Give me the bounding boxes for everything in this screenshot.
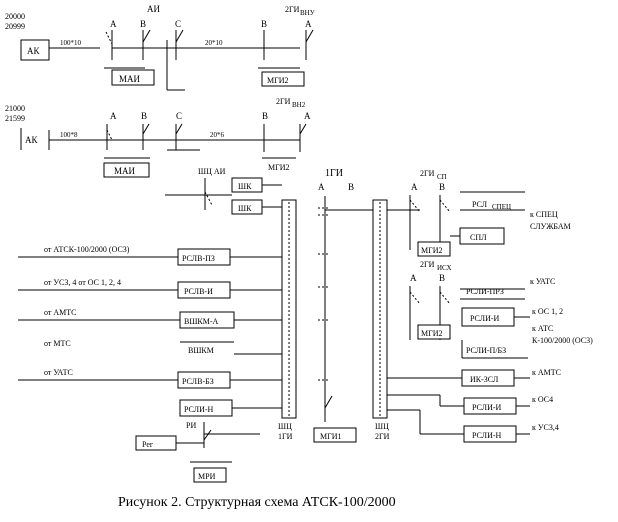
vshkm-a-label: ВШКМ-А <box>184 317 219 326</box>
gi2-ish-label: 2ГИ <box>420 260 435 269</box>
rslv-i-label: РСЛВ-И <box>184 287 213 296</box>
gi1-stage-b: В <box>348 182 354 192</box>
mgi1-box <box>313 427 357 443</box>
stage-b-2b: В <box>262 111 268 121</box>
shtsh-2gi-label-b: 2ГИ <box>375 432 390 441</box>
out-os12: к ОС 1, 2 <box>532 307 563 316</box>
spl-label: СПЛ <box>470 233 487 242</box>
mri-box <box>193 467 227 483</box>
link-2b-label: 20*6 <box>210 131 225 139</box>
range-1-start: 20000 <box>5 12 25 21</box>
stage-b-1: В <box>140 19 146 29</box>
incoming-atsk: от АТСК-100/2000 (ОС3) <box>44 245 130 254</box>
rsli-n-left-label: РСЛИ-Н <box>184 405 214 414</box>
out-amts: к АМТС <box>532 368 561 377</box>
stage-a-1b: А <box>305 19 312 29</box>
sp-stage-b: В <box>439 182 445 192</box>
out-spec: к СПЕЦ <box>530 210 558 219</box>
mgi2-ish-label: МГИ2 <box>421 329 443 338</box>
link-1a-label: 100*10 <box>60 39 82 47</box>
mgi1-label: МГИ1 <box>320 432 342 441</box>
shk-2-label: ШК <box>238 204 252 213</box>
out-spec-2: СЛУЖБАМ <box>530 222 571 231</box>
gi1-label: 1ГИ <box>325 168 343 179</box>
figure-caption: Рисунок 2. Структурная схема АТСК-100/20… <box>118 495 396 510</box>
shtsh-ai-label: ШЦ АИ <box>198 167 226 176</box>
stage-b-2: В <box>141 111 147 121</box>
ak-1-label: АК <box>27 46 40 56</box>
ri-label: РИ <box>186 421 196 430</box>
shtsh-1gi-bar <box>281 199 297 419</box>
reg-label: Рег <box>142 440 154 449</box>
rsli-pbz-label: РСЛИ-П/БЗ <box>466 346 506 355</box>
range-1-end: 20999 <box>5 22 25 31</box>
incoming-us34: от УС3, 4 от ОС 1, 2, 4 <box>44 278 121 287</box>
mai-1-label: МАИ <box>119 74 141 84</box>
mgi2-1-box <box>261 71 305 87</box>
range-2-end: 21599 <box>5 114 25 123</box>
shtsh-1gi-label-b: 1ГИ <box>278 432 293 441</box>
out-atsk: К-100/2000 (ОС3) <box>532 336 593 345</box>
out-os4: к ОС4 <box>532 395 553 404</box>
mai-2-box <box>103 162 150 178</box>
rslv-bz-label: РСЛВ-БЗ <box>182 377 214 386</box>
ak-2-label: АК <box>25 135 38 145</box>
gi2-2-sub: ВН2 <box>292 101 306 109</box>
sp-stage-a: А <box>411 182 418 192</box>
stage-a-2b: А <box>304 111 311 121</box>
rsl-spec-label: РСЛ <box>472 200 488 209</box>
vshkm-label: ВШКМ <box>188 346 214 355</box>
rsli-prz-label: РСЛИ-ПРЗ <box>466 287 504 296</box>
mai-1-box <box>111 69 155 86</box>
ik-zsl-label: ИК-ЗСЛ <box>470 375 499 384</box>
rslv-pz-label: РСЛВ-ПЗ <box>182 254 215 263</box>
gi2-2-label: 2ГИ <box>276 97 291 106</box>
mgi2-sp-label: МГИ2 <box>421 246 443 255</box>
mgi2-ish-box <box>417 324 451 340</box>
incoming-uatc: от УАТС <box>44 368 73 377</box>
mgi2-2-label: МГИ2 <box>268 163 290 172</box>
stage-c-1: С <box>175 19 181 29</box>
shtsh-1gi-label: ШЦ <box>278 422 292 431</box>
stage-ai-1: АИ <box>147 4 160 14</box>
link-2a-label: 100*8 <box>60 131 78 139</box>
gi2-ish-sub: ИСХ <box>437 264 452 272</box>
range-2-start: 21000 <box>5 104 25 113</box>
stage-c-2: С <box>176 111 182 121</box>
stage-b-1b: В <box>261 19 267 29</box>
ish-stage-a: А <box>410 273 417 283</box>
ish-stage-b: В <box>439 273 445 283</box>
rsl-spec-sub: СПЕЦ <box>492 203 511 211</box>
out-atc: к АТС <box>532 324 553 333</box>
rsli-i-label: РСЛИ-И <box>470 314 500 323</box>
stage-a-2: А <box>110 111 117 121</box>
rsli-n-right-label: РСЛИ-Н <box>472 431 502 440</box>
gi1-stage-a: А <box>318 182 325 192</box>
gi2-1-sub: ВНУ <box>300 9 315 17</box>
gi2-1-label: 2ГИ <box>285 5 300 14</box>
mai-2-label: МАИ <box>114 166 136 176</box>
mgi2-1-label: МГИ2 <box>267 76 289 85</box>
shtsh-2gi-label: ШЦ <box>375 422 389 431</box>
gi2-sp-label: 2ГИ <box>420 169 435 178</box>
mgi2-sp-box <box>417 241 451 257</box>
gi2-sp-sub: СП <box>437 173 447 181</box>
stage-a-1: А <box>110 19 117 29</box>
mri-label: МРИ <box>198 472 216 481</box>
shtsh-2gi-bar <box>372 199 388 419</box>
shk-1-label: ШК <box>238 182 252 191</box>
link-1b-label: 20*10 <box>205 39 223 47</box>
out-uatc: к УАТС <box>530 277 555 286</box>
out-us34: к УС3,4 <box>532 423 559 432</box>
ak-1-box <box>20 39 50 61</box>
incoming-amts: от АМТС <box>44 308 77 317</box>
incoming-mts: от МТС <box>44 339 71 348</box>
rsli-i-2-label: РСЛИ-И <box>472 403 502 412</box>
